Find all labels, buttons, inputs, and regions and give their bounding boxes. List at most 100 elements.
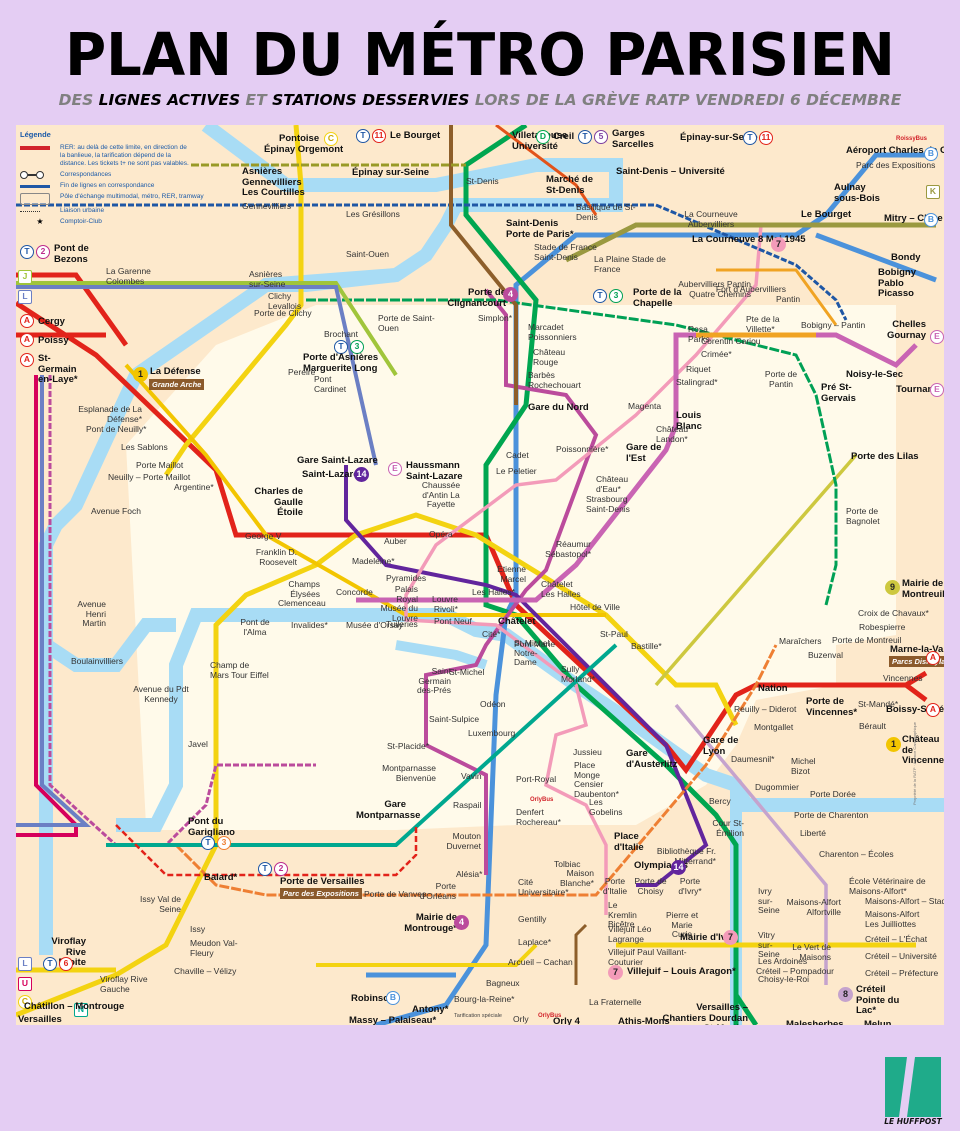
- station-label[interactable]: Mairie d'Ivry: [680, 932, 736, 943]
- station-label[interactable]: Marne-la-Vallée*: [890, 644, 944, 655]
- station-label[interactable]: Stade de France Saint-Denis: [534, 242, 597, 262]
- station-label[interactable]: La Courneuve Aubervilliers: [684, 209, 738, 229]
- station-label[interactable]: Champs Élysées Clemenceau: [278, 579, 326, 608]
- station-label[interactable]: La Courneuve 8 Mai 1945: [692, 234, 806, 245]
- station-label[interactable]: Épinay Orgemont: [264, 144, 344, 155]
- station-label[interactable]: Cergy: [38, 316, 65, 327]
- station-label[interactable]: Porte d'Italie: [602, 876, 628, 896]
- station-label[interactable]: Riquet: [686, 364, 711, 374]
- station-label[interactable]: Invalides*: [291, 620, 328, 630]
- station-label[interactable]: St-Michel: [449, 667, 485, 677]
- station-label[interactable]: Odéon: [480, 699, 506, 709]
- station-label[interactable]: Stalingrad*: [676, 377, 718, 387]
- station-label[interactable]: Champ de Mars Tour Eiffel: [210, 660, 269, 680]
- station-label[interactable]: Créteil – Pompadour: [756, 966, 834, 976]
- station-label[interactable]: Porte Maillot: [136, 460, 184, 470]
- station-label[interactable]: Maisons-Alfort – Stade: [865, 896, 944, 906]
- station-label[interactable]: Hôtel de Ville: [570, 602, 620, 612]
- station-label[interactable]: Pontoise: [279, 133, 320, 144]
- station-label[interactable]: Noisy-le-Sec: [846, 369, 904, 380]
- station-label[interactable]: Maison Blanche*: [559, 868, 594, 888]
- station-label[interactable]: Bobigny – Pantin: [801, 320, 866, 330]
- station-label[interactable]: Alésia*: [456, 869, 483, 879]
- station-label[interactable]: Vincennes: [883, 673, 923, 683]
- station-label[interactable]: Haussmann Saint-Lazare: [406, 460, 463, 482]
- station-label[interactable]: Place d'Italie: [614, 831, 644, 853]
- station-label[interactable]: Porte de la Chapelle: [633, 287, 682, 309]
- station-label[interactable]: Porte Dorée: [810, 789, 856, 799]
- station-label[interactable]: Réaumur Sébastopol*: [545, 539, 591, 559]
- station-label[interactable]: Versailles – Chantiers Dourdan St-Martin…: [662, 1002, 748, 1025]
- station-label[interactable]: Château Landon*: [656, 424, 689, 444]
- station-label[interactable]: Chaussée d'Antin La Fayette: [421, 480, 461, 509]
- station-label[interactable]: Créteil Pointe du Lac*: [856, 984, 900, 1016]
- station-label[interactable]: Palais Royal Musée du Louvre: [380, 584, 418, 623]
- station-label[interactable]: Esplanade de La Défense*: [78, 404, 142, 424]
- station-label[interactable]: Opéra: [429, 529, 453, 539]
- station-label[interactable]: Pierre et Marie Curie: [665, 910, 699, 939]
- station-label[interactable]: Chaville – Vélizy: [174, 966, 237, 976]
- station-label[interactable]: Pont Cardinet: [314, 374, 347, 394]
- station-label[interactable]: Boulainvilliers: [71, 656, 123, 666]
- station-label[interactable]: Dugommier: [755, 782, 799, 792]
- station-label[interactable]: Javel: [188, 739, 208, 749]
- station-label[interactable]: Porte de Bagnolet: [846, 506, 880, 526]
- station-label[interactable]: George V: [245, 531, 282, 541]
- station-label[interactable]: Daumesnil*: [731, 754, 775, 764]
- station-label[interactable]: Brochant: [324, 329, 359, 339]
- station-label[interactable]: Marcadet Poissonniers: [528, 322, 577, 342]
- station-label[interactable]: Robinson: [351, 993, 395, 1004]
- station-label[interactable]: Mairie de Montreuil: [902, 578, 944, 600]
- station-label[interactable]: Crimée*: [701, 349, 732, 359]
- station-label[interactable]: Musée d'Orsay: [346, 620, 403, 630]
- station-label[interactable]: Parc des Expositions: [856, 160, 936, 170]
- metro-map[interactable]: Légende RER: au delà de cette limite, en…: [16, 125, 944, 1025]
- station-label[interactable]: Saint-Ouen: [346, 249, 389, 259]
- station-label[interactable]: Robespierre: [859, 622, 906, 632]
- station-label[interactable]: Luxembourg: [468, 728, 516, 738]
- station-label[interactable]: Les Ardoines: [758, 956, 808, 966]
- station-label[interactable]: Porte de Clichy: [254, 308, 312, 318]
- station-label[interactable]: Le Peletier: [496, 466, 537, 476]
- station-label[interactable]: Montgallet: [754, 722, 794, 732]
- station-label[interactable]: Les Grésillons: [346, 209, 400, 219]
- station-label[interactable]: Gare de l'Est: [626, 442, 662, 464]
- station-label[interactable]: Charenton – Écoles: [819, 849, 894, 859]
- station-label[interactable]: Gare Saint-Lazare: [297, 455, 378, 466]
- station-label[interactable]: Cour St-Émilion: [712, 818, 744, 838]
- station-label[interactable]: St-Germain en-Laye*: [38, 353, 78, 385]
- station-label[interactable]: Pont du Garigliano: [188, 816, 235, 838]
- station-label[interactable]: Villejuif – Louis Aragon*: [627, 966, 736, 977]
- station-label[interactable]: Charles de Gaulle Étoile: [254, 486, 303, 518]
- station-label[interactable]: Porte de Saint-Ouen: [378, 313, 435, 333]
- station-label[interactable]: École Vétérinaire de Maisons-Alfort*: [849, 876, 926, 896]
- station-label[interactable]: La Garenne Colombes: [106, 266, 151, 286]
- station-label[interactable]: Gare d'Austerlitz: [626, 748, 678, 770]
- station-label[interactable]: Creil: [553, 131, 575, 142]
- station-label[interactable]: Liberté: [800, 828, 826, 838]
- station-label[interactable]: Choisy-le-Roi: [758, 974, 810, 984]
- station-label[interactable]: Pont de Bezons: [54, 243, 89, 265]
- station-label[interactable]: Aéroport Charles de Gaulle: [846, 145, 944, 156]
- station-label[interactable]: St-Michel Notre-Dame: [514, 638, 550, 667]
- station-label[interactable]: Tournan: [896, 384, 934, 395]
- station-label[interactable]: Raspail: [453, 800, 482, 810]
- station-label[interactable]: Maisons-Alfort Les Juilliottes: [865, 909, 920, 929]
- station-label[interactable]: Avenue Henri Martin: [77, 599, 106, 628]
- station-label[interactable]: Bobigny Pablo Picasso: [878, 267, 916, 299]
- station-label[interactable]: Vavin: [461, 771, 482, 781]
- station-label[interactable]: Villejuif Paul Vaillant-Couturier: [608, 947, 687, 967]
- station-label[interactable]: Marché de St-Denis: [546, 174, 593, 196]
- station-label[interactable]: Bourg-la-Reine*: [454, 994, 515, 1004]
- station-label[interactable]: Porte de Vincennes*: [806, 696, 858, 718]
- station-label[interactable]: Cadet: [506, 450, 529, 460]
- station-label[interactable]: Simplon*: [478, 313, 513, 323]
- station-label[interactable]: Pré St-Gervais: [821, 382, 856, 404]
- station-label[interactable]: Créteil – Université: [865, 951, 937, 961]
- station-label[interactable]: Pyramides: [386, 573, 427, 583]
- station-label[interactable]: Basilique de St-Denis: [576, 202, 636, 222]
- station-label[interactable]: Villejuif Léo Lagrange: [608, 924, 652, 944]
- station-label[interactable]: Gare de Lyon: [703, 735, 739, 757]
- station-label[interactable]: Pte de la Villette*: [746, 314, 780, 334]
- station-label[interactable]: Bérault: [859, 721, 886, 731]
